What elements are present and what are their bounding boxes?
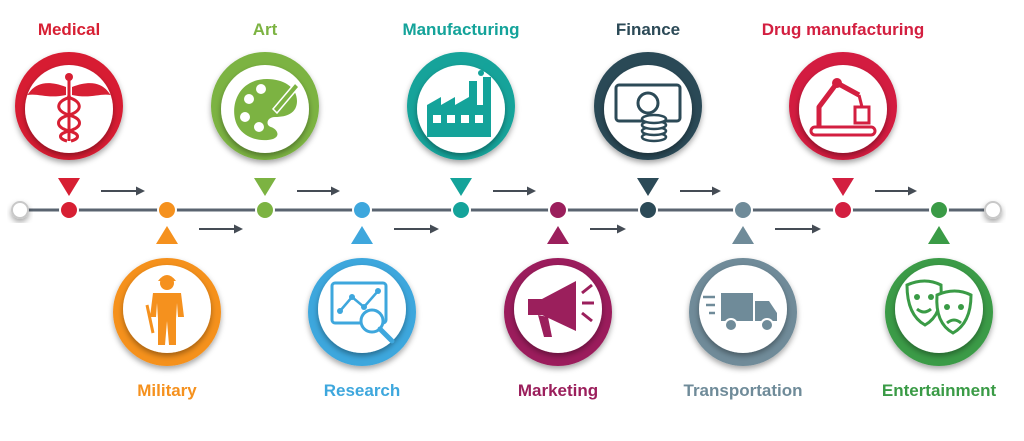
transportation-dot (733, 200, 753, 220)
money-icon (614, 83, 682, 143)
drug-manufacturing-badge (789, 52, 897, 160)
art-label: Art (252, 20, 278, 39)
entertainment-label: Entertainment (881, 381, 997, 400)
arrow-right-icon (297, 186, 340, 196)
drug-manufacturing-dot (833, 200, 853, 220)
transportation-label: Transportation (683, 381, 803, 400)
research-label: Research (323, 381, 401, 400)
military-label: Military (137, 381, 197, 400)
arrow-right-icon (493, 186, 536, 196)
soldier-icon (145, 275, 184, 345)
timeline-end-dot (984, 201, 1002, 219)
marketing-pointer (547, 226, 569, 244)
arrow-right-icon (680, 186, 721, 196)
medical-dot (59, 200, 79, 220)
military-pointer (156, 226, 178, 244)
marketing-dot (548, 200, 568, 220)
research-dot (352, 200, 372, 220)
megaphone-icon (528, 281, 594, 337)
transportation-pointer (732, 226, 754, 244)
art-dot (255, 200, 275, 220)
arrow-right-icon (394, 224, 439, 234)
research-badge (308, 258, 416, 366)
marketing-badge (504, 258, 612, 366)
manufacturing-label: Manufacturing (402, 20, 520, 39)
arrow-right-icon (199, 224, 243, 234)
manufacturing-badge (407, 52, 515, 160)
timeline-start-dot (11, 201, 29, 219)
analytics-magnifier-icon (330, 281, 395, 344)
theater-masks-icon (905, 279, 973, 335)
military-dot (157, 200, 177, 220)
medical-pointer (58, 178, 80, 196)
arrow-right-icon (590, 224, 626, 234)
robot-arm-icon (809, 78, 877, 137)
military-badge (113, 258, 221, 366)
palette-icon (234, 79, 301, 141)
finance-label: Finance (615, 20, 681, 39)
medical-badge (15, 52, 123, 160)
caduceus-icon (27, 73, 111, 143)
entertainment-pointer (928, 226, 950, 244)
entertainment-badge (885, 258, 993, 366)
medical-label: Medical (37, 20, 101, 39)
art-pointer (254, 178, 276, 196)
drug-manufacturing-pointer (832, 178, 854, 196)
arrow-right-icon (101, 186, 145, 196)
marketing-label: Marketing (517, 381, 599, 400)
manufacturing-dot (451, 200, 471, 220)
drug-manufacturing-label: Drug manufacturing (761, 20, 925, 39)
finance-pointer (637, 178, 659, 196)
finance-dot (638, 200, 658, 220)
arrow-right-icon (775, 224, 821, 234)
arrow-right-icon (875, 186, 917, 196)
truck-icon (703, 293, 777, 332)
factory-icon (427, 63, 491, 137)
art-badge (211, 52, 319, 160)
manufacturing-pointer (450, 178, 472, 196)
transportation-badge (689, 258, 797, 366)
finance-badge (594, 52, 702, 160)
entertainment-dot (929, 200, 949, 220)
research-pointer (351, 226, 373, 244)
